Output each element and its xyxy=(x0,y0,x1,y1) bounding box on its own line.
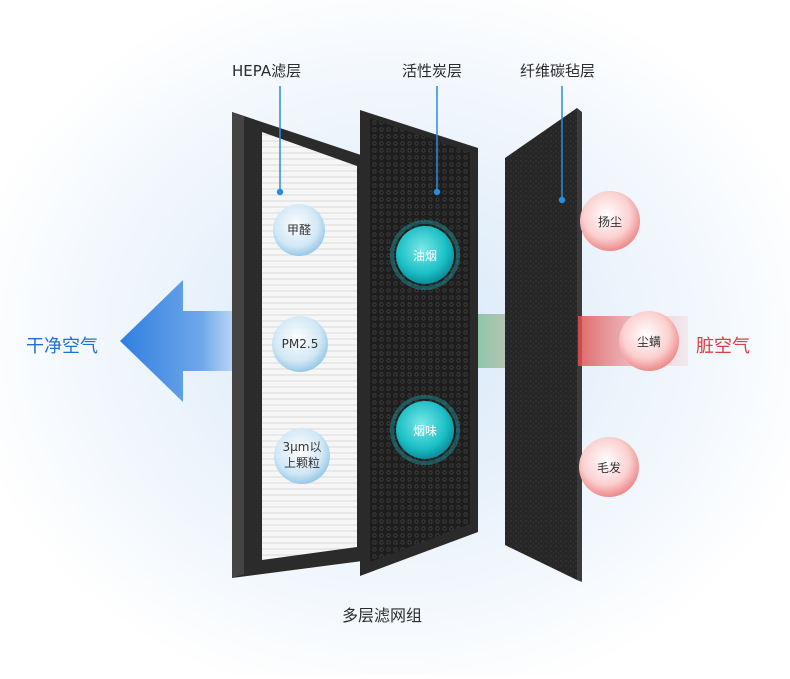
bubble-label: 毛发 xyxy=(597,460,621,475)
felt-bubble-mites: 尘螨 xyxy=(619,311,679,371)
label-felt: 纤维碳毡层 xyxy=(520,62,596,80)
bubble-label: 上颗粒 xyxy=(284,455,320,470)
carbon-bubble-oil-fume: 油烟 xyxy=(390,220,460,290)
bubble-label: 油烟 xyxy=(413,249,437,263)
carbon-filter xyxy=(360,110,478,576)
bubble-label: 扬尘 xyxy=(598,214,622,229)
bubble-label: PM2.5 xyxy=(282,337,319,351)
bubble-label: 尘螨 xyxy=(637,335,661,349)
label-hepa: HEPA滤层 xyxy=(232,62,302,80)
bubble-label: 3μm以 xyxy=(283,440,322,454)
clean-air-arrow xyxy=(120,280,270,402)
felt-bubble-dust: 扬尘 xyxy=(580,191,640,251)
leader-lines xyxy=(276,86,566,204)
carbon-bubble-smoke: 烟味 xyxy=(390,395,460,465)
bubble-label: 烟味 xyxy=(413,424,437,438)
label-clean-air: 干净空气 xyxy=(26,336,98,357)
hepa-bubble-pm25: PM2.5 xyxy=(272,316,328,372)
label-carbon: 活性炭层 xyxy=(402,62,463,80)
hepa-bubble-particles: 3μm以 上颗粒 xyxy=(274,428,330,484)
felt-filter xyxy=(505,108,582,582)
felt-bubble-hair: 毛发 xyxy=(579,437,639,497)
bubble-label: 甲醛 xyxy=(287,222,311,237)
hepa-bubble-formaldehyde: 甲醛 xyxy=(273,204,325,256)
label-dirty-air: 脏空气 xyxy=(696,336,750,357)
caption: 多层滤网组 xyxy=(342,606,423,625)
